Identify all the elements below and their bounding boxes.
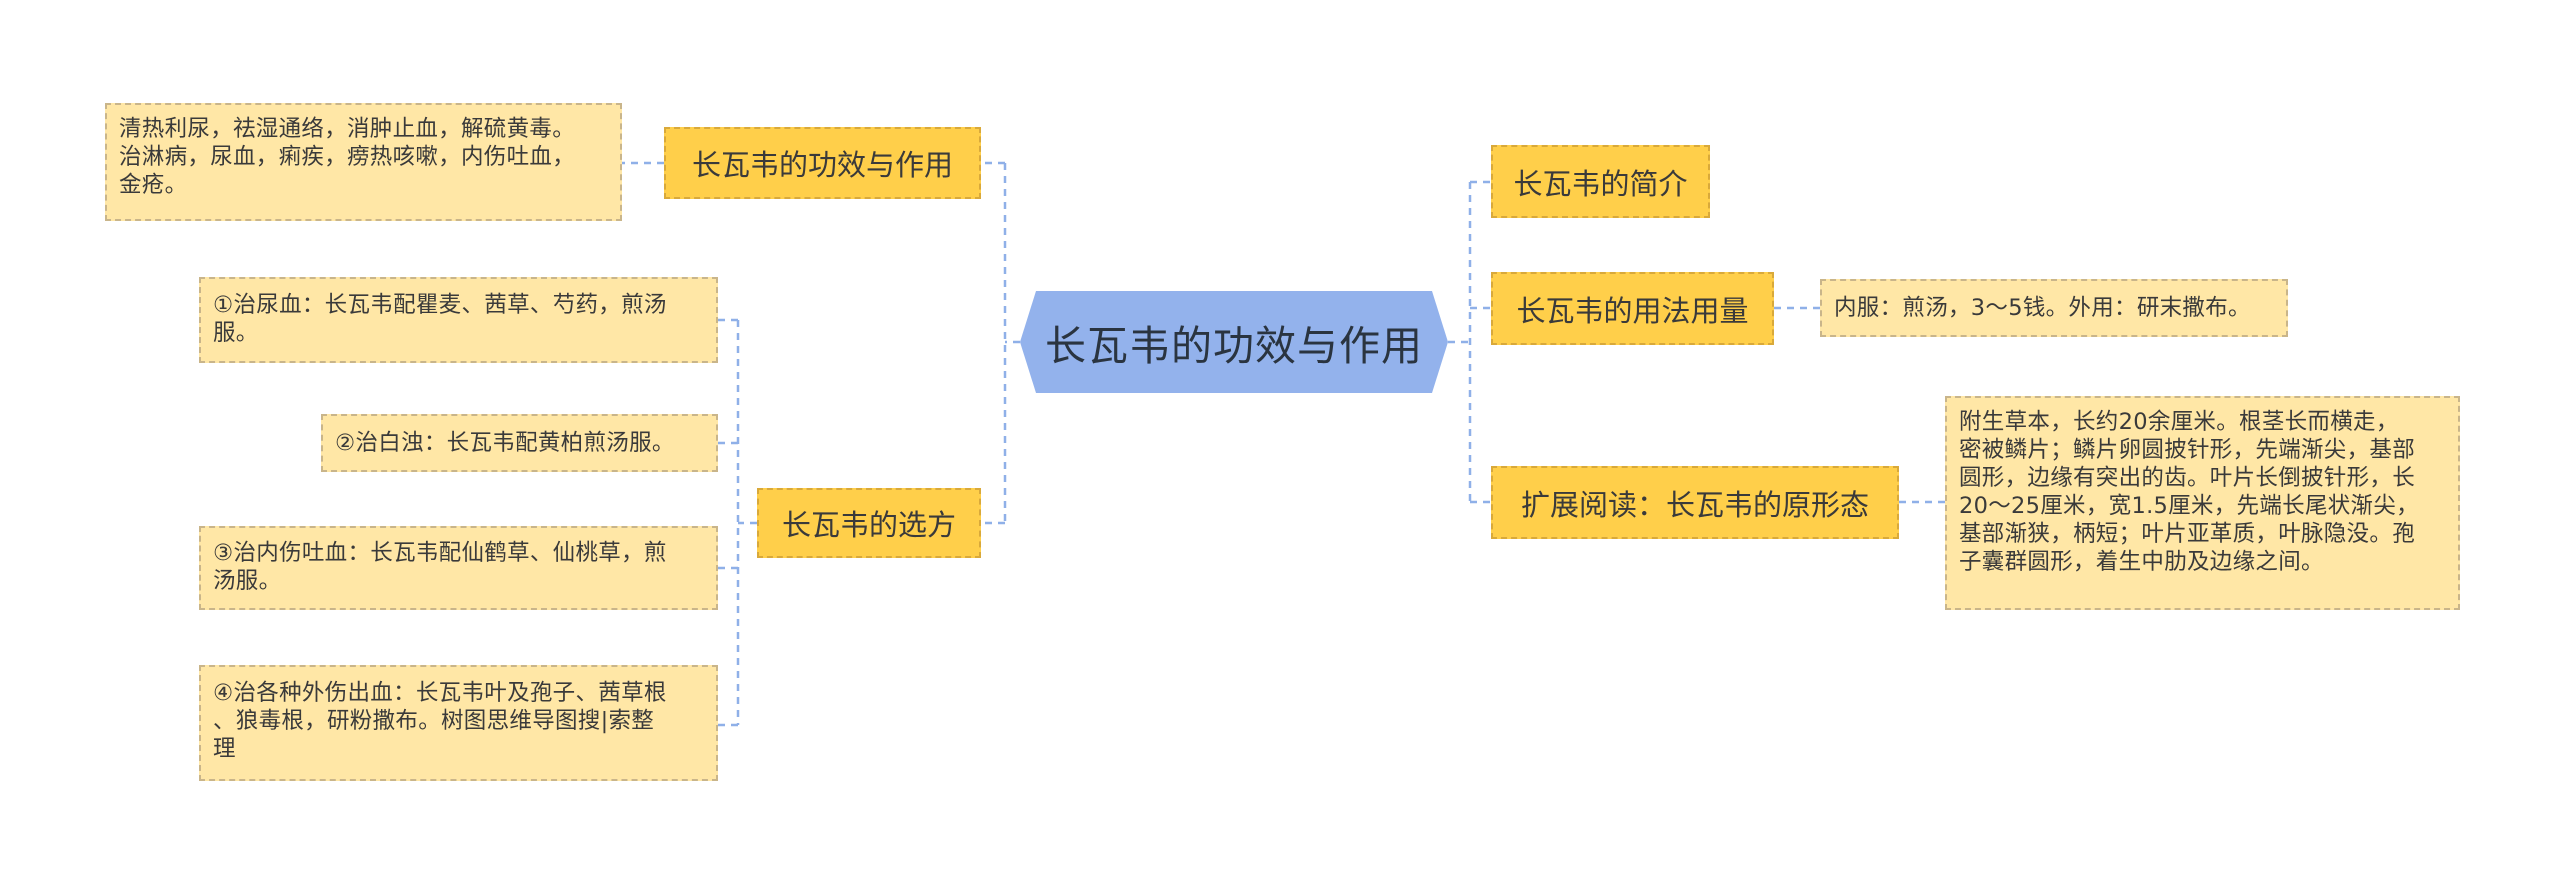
leaf-prescription-2[interactable]: ②治白浊：长瓦韦配黄柏煎汤服。 xyxy=(321,414,718,472)
central-topic[interactable]: 长瓦韦的功效与作用 xyxy=(1020,291,1448,393)
topic-prescriptions[interactable]: 长瓦韦的选方 xyxy=(757,488,981,558)
leaf-usage-text[interactable]: 内服：煎汤，3～5钱。外用：研末撒布。 xyxy=(1820,279,2288,337)
topic-morphology[interactable]: 扩展阅读：长瓦韦的原形态 xyxy=(1491,466,1899,539)
leaf-efficacy-text[interactable]: 清热利尿，祛湿通络，消肿止血，解硫黄毒。 治淋病，尿血，痢疾，痨热咳嗽，内伤吐血… xyxy=(105,103,622,221)
topic-efficacy[interactable]: 长瓦韦的功效与作用 xyxy=(664,127,981,199)
topic-usage[interactable]: 长瓦韦的用法用量 xyxy=(1491,272,1774,345)
topic-intro[interactable]: 长瓦韦的简介 xyxy=(1491,145,1710,218)
leaf-prescription-1[interactable]: ①治尿血：长瓦韦配瞿麦、茜草、芍药，煎汤 服。 xyxy=(199,277,718,363)
leaf-prescription-4[interactable]: ④治各种外伤出血：长瓦韦叶及孢子、茜草根 、狼毒根，研粉撒布。树图思维导图搜|索… xyxy=(199,665,718,781)
leaf-morphology-text[interactable]: 附生草本，长约20余厘米。根茎长而横走， 密被鳞片；鳞片卵圆披针形，先端渐尖，基… xyxy=(1945,396,2460,610)
leaf-prescription-3[interactable]: ③治内伤吐血：长瓦韦配仙鹤草、仙桃草，煎 汤服。 xyxy=(199,526,718,610)
